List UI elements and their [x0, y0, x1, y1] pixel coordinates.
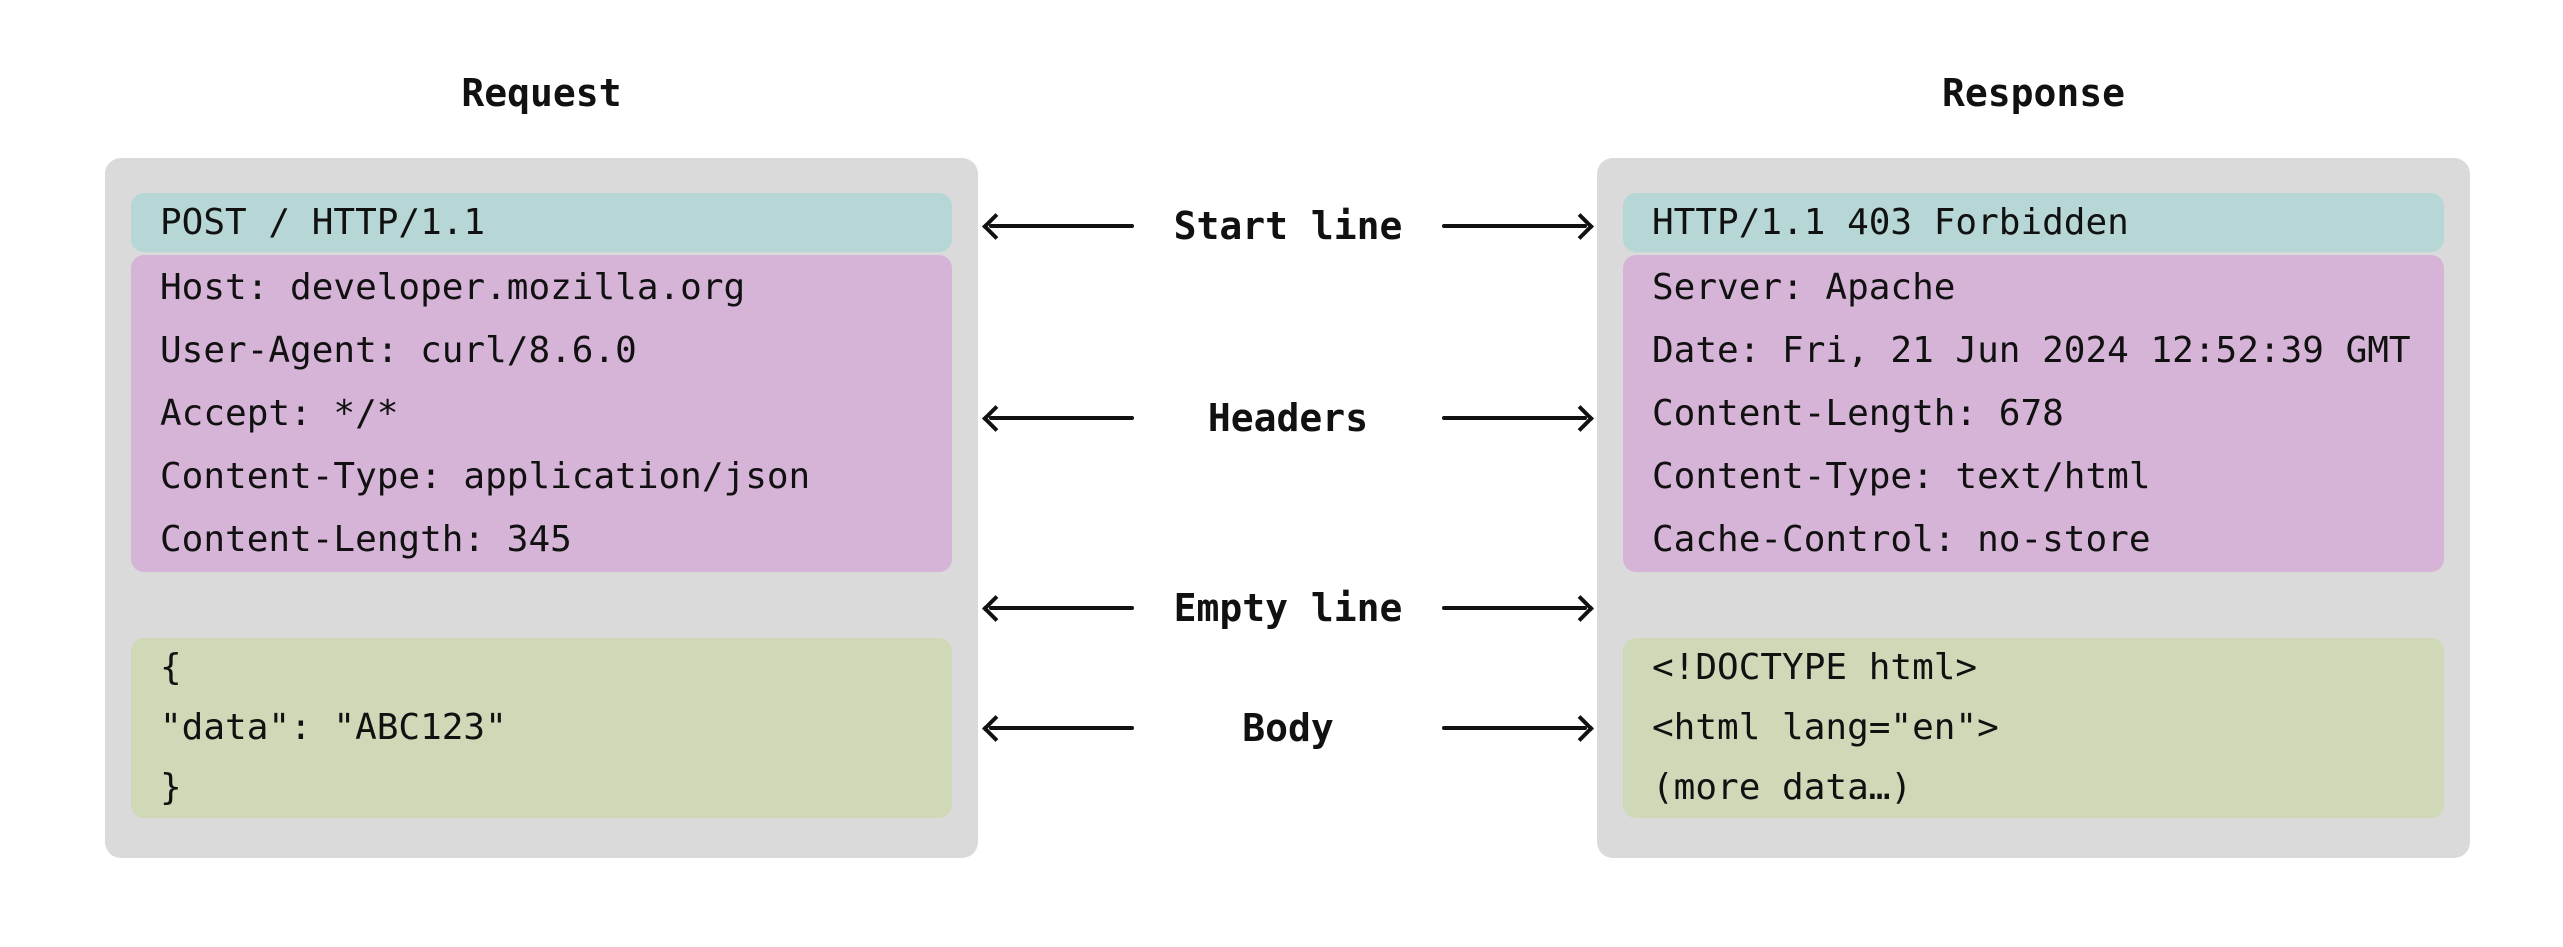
response-header-line: Date: Fri, 21 Jun 2024 12:52:39 GMT: [1652, 330, 2411, 371]
right-arrow-icon: [1438, 396, 1591, 440]
request-body-line: {: [160, 647, 182, 688]
annotation-label-start-line: Start line: [1173, 204, 1403, 248]
request-header-line: Accept: */*: [160, 393, 399, 434]
request-header-line: Content-Type: application/json: [160, 456, 811, 497]
right-arrow-icon: [1438, 706, 1591, 750]
request-title: Request: [461, 71, 622, 115]
right-arrow-icon: [1438, 586, 1591, 630]
response-body-line: <!DOCTYPE html>: [1652, 647, 1978, 688]
request-panel: POST / HTTP/1.1 Host: developer.mozilla.…: [105, 158, 978, 858]
response-header-line: Content-Length: 678: [1652, 393, 2064, 434]
response-start-line: HTTP/1.1 403 Forbidden: [1652, 202, 2129, 243]
response-header-line: Cache-Control: no-store: [1652, 519, 2151, 560]
response-title: Response: [1941, 71, 2126, 115]
request-header-line: User-Agent: curl/8.6.0: [160, 330, 637, 371]
response-header-line: Server: Apache: [1652, 267, 1956, 308]
annotation-label-body: Body: [1242, 706, 1334, 750]
annotation-label-headers: Headers: [1207, 396, 1369, 440]
left-arrow-icon: [985, 586, 1138, 630]
request-headers-box: Host: developer.mozilla.org User-Agent: …: [131, 255, 952, 572]
annotation-row-headers: Headers: [985, 396, 1591, 440]
right-arrow-icon: [1438, 204, 1591, 248]
response-body-line: <html lang="en">: [1652, 707, 1999, 748]
left-arrow-icon: [985, 396, 1138, 440]
left-arrow-icon: [985, 204, 1138, 248]
response-body-box: <!DOCTYPE html> <html lang="en"> (more d…: [1623, 638, 2444, 818]
annotation-row-empty-line: Empty line: [985, 586, 1591, 630]
response-start-line-box: HTTP/1.1 403 Forbidden: [1623, 193, 2444, 252]
request-header-line: Content-Length: 345: [160, 519, 572, 560]
response-header-line: Content-Type: text/html: [1652, 456, 2151, 497]
response-headers-box: Server: Apache Date: Fri, 21 Jun 2024 12…: [1623, 255, 2444, 572]
left-arrow-icon: [985, 706, 1138, 750]
request-start-line: POST / HTTP/1.1: [160, 202, 486, 243]
request-body-line: "data": "ABC123": [160, 707, 507, 748]
request-body-line: }: [160, 767, 182, 808]
response-body-line: (more data…): [1652, 767, 1913, 808]
annotation-row-start-line: Start line: [985, 204, 1591, 248]
annotation-label-empty-line: Empty line: [1173, 586, 1403, 630]
response-panel: HTTP/1.1 403 Forbidden Server: Apache Da…: [1597, 158, 2470, 858]
request-body-box: { "data": "ABC123" }: [131, 638, 952, 818]
request-header-line: Host: developer.mozilla.org: [160, 267, 746, 308]
request-start-line-box: POST / HTTP/1.1: [131, 193, 952, 252]
annotation-row-body: Body: [985, 706, 1591, 750]
